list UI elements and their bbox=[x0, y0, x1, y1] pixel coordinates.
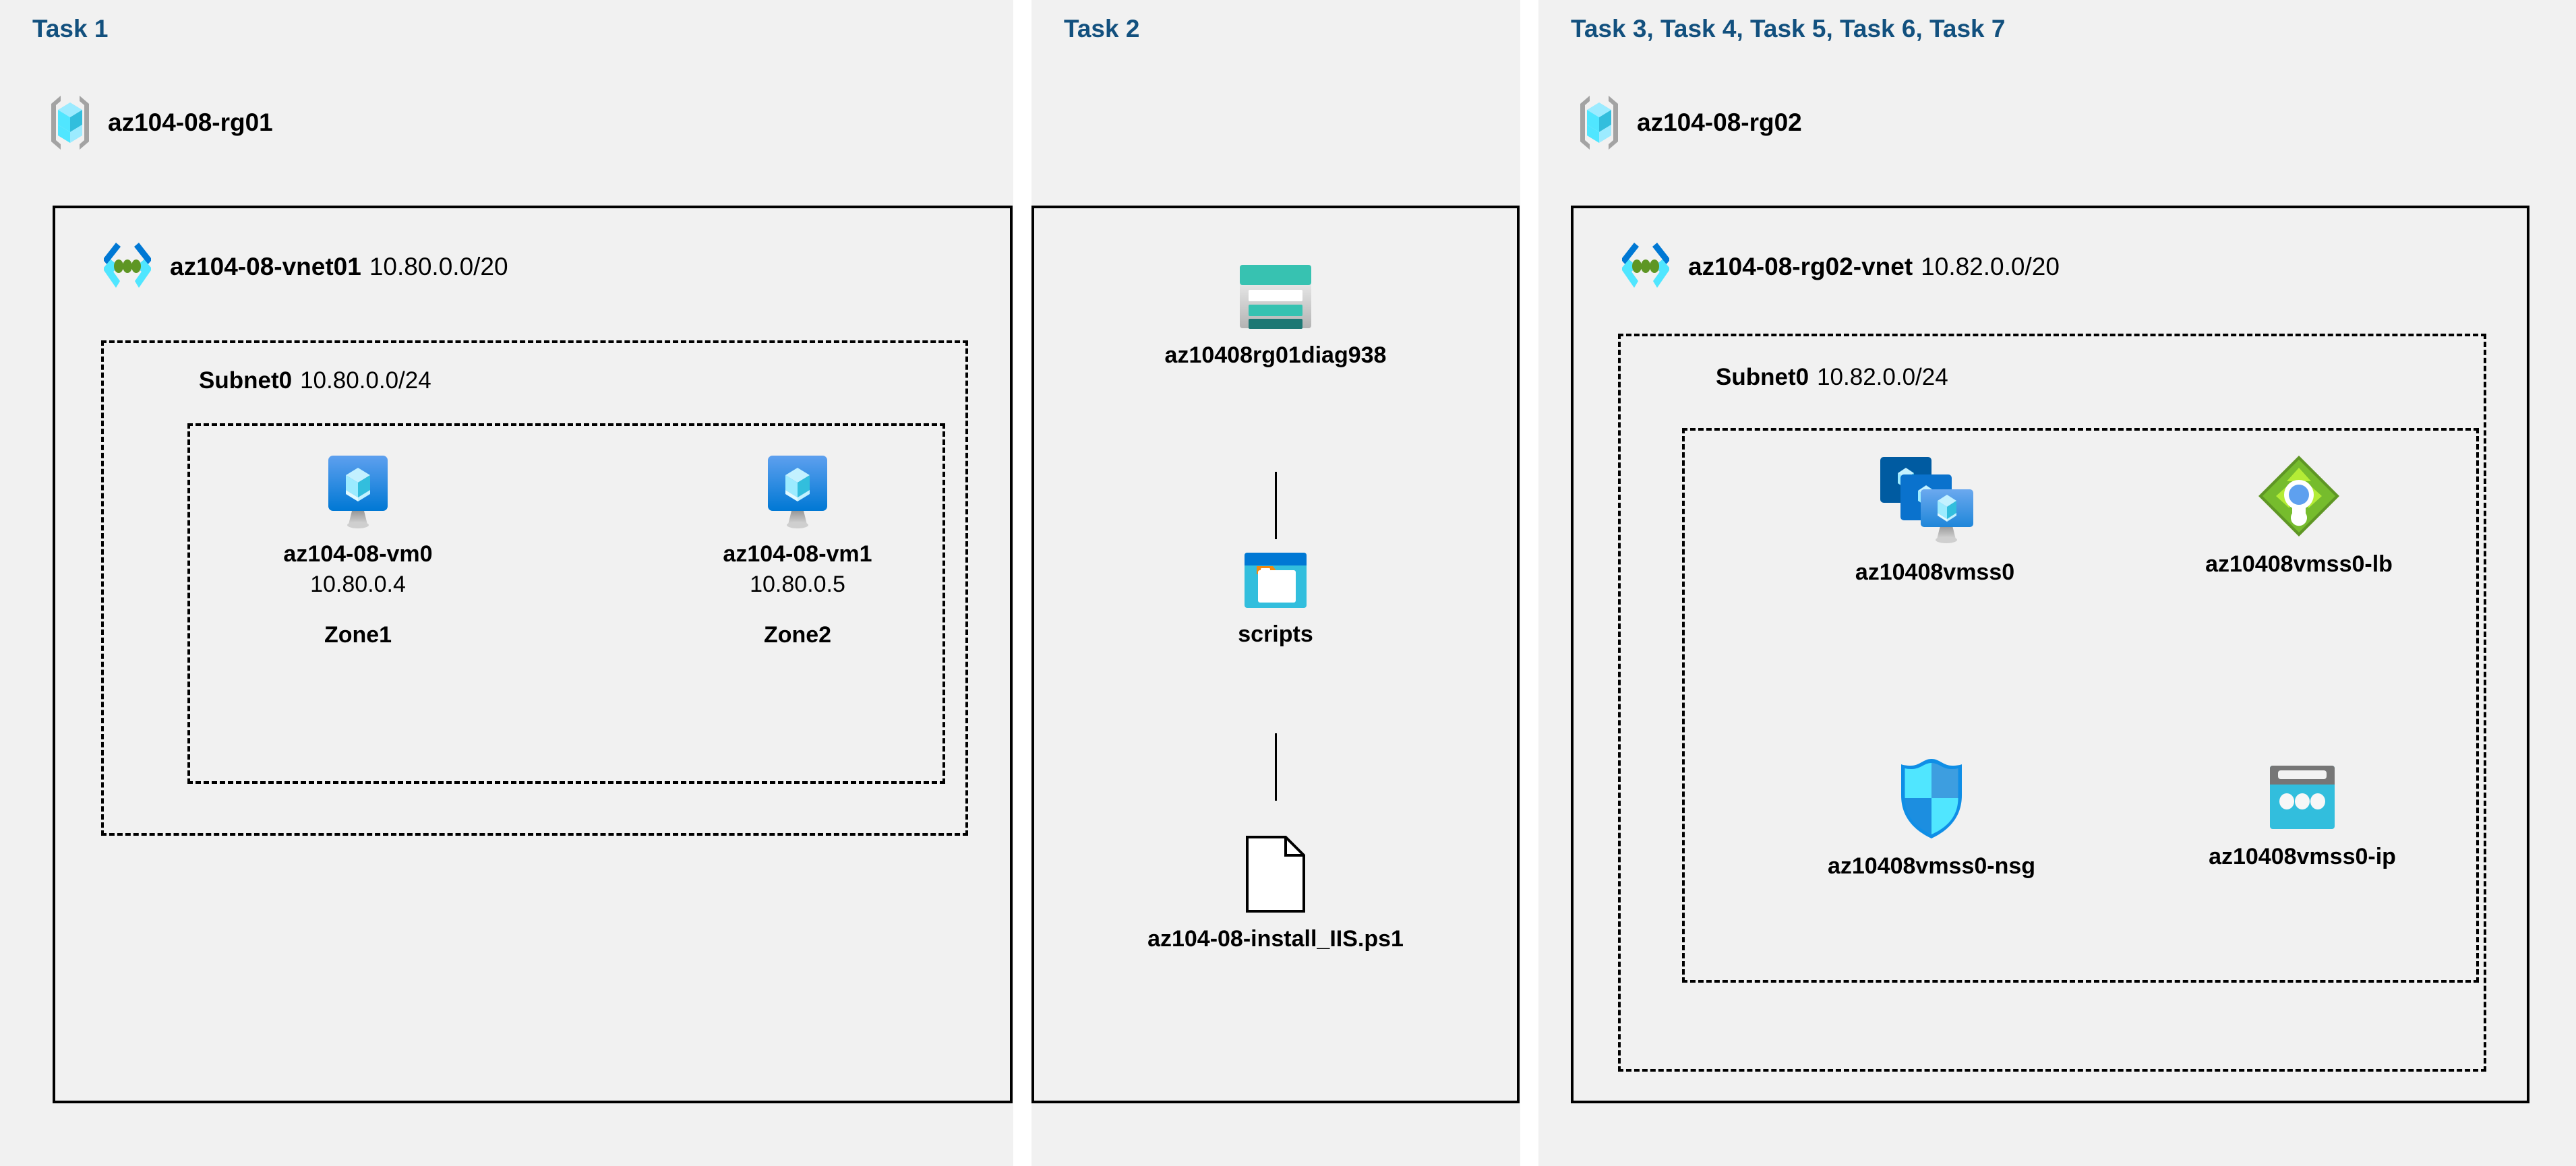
virtual-network-icon bbox=[1617, 239, 1675, 295]
resource-group-icon bbox=[47, 93, 93, 152]
load-balancer-icon bbox=[2256, 453, 2342, 539]
node-title: az10408vmss0 bbox=[1855, 559, 2015, 585]
task3-heading: Task 3, Task 4, Task 5, Task 6, Task 7 bbox=[1571, 15, 2006, 42]
resource-group-az104-08-rg01: az104-08-rg01 bbox=[47, 93, 273, 152]
vnet-header-task1: az104-08-vnet01 10.80.0.0/20 bbox=[98, 239, 508, 295]
task2-heading: Task 2 bbox=[1064, 15, 1140, 42]
vnet-name-label: az104-08-vnet01 bbox=[170, 253, 361, 280]
node-blob-container-scripts[interactable]: scripts bbox=[1185, 551, 1367, 648]
subnet-container-task3 bbox=[1618, 334, 2486, 1072]
connector-scripts-to-file bbox=[1275, 733, 1277, 801]
file-icon bbox=[1244, 834, 1307, 914]
node-network-security-group[interactable]: az10408vmss0-nsg bbox=[1773, 756, 2090, 880]
node-zone-label: Zone2 bbox=[763, 622, 832, 648]
node-storage-account[interactable]: az10408rg01diag938 bbox=[1165, 263, 1386, 369]
virtual-network-icon bbox=[98, 239, 156, 295]
subnet-cidr: 10.80.0.0/24 bbox=[300, 367, 431, 394]
node-zone-label: Zone1 bbox=[324, 622, 392, 648]
resource-group-label: az104-08-rg01 bbox=[108, 109, 273, 136]
virtual-machine-icon bbox=[761, 452, 834, 529]
node-title: az10408vmss0-ip bbox=[2209, 844, 2396, 869]
vnet-cidr-label: 10.82.0.0/20 bbox=[1921, 253, 2060, 280]
vnet-container-az104-08-rg02-vnet bbox=[1571, 206, 2529, 1103]
node-file-install-iis[interactable]: az104-08-install_IIS.ps1 bbox=[1133, 834, 1418, 952]
resource-group-label: az104-08-rg02 bbox=[1637, 109, 1802, 136]
vm-scale-set-icon bbox=[1871, 453, 1999, 547]
node-ip-address: 10.80.0.5 bbox=[750, 572, 845, 597]
node-title: az10408vmss0-nsg bbox=[1827, 853, 2036, 879]
node-vm-scale-set[interactable]: az10408vmss0 bbox=[1793, 453, 2076, 586]
node-title: scripts bbox=[1238, 621, 1313, 647]
subnet-label-task1: Subnet0 10.80.0.0/24 bbox=[199, 367, 431, 394]
subnet-label-task3: Subnet0 10.82.0.0/24 bbox=[1716, 364, 1948, 391]
public-ip-address-icon bbox=[2267, 763, 2337, 832]
task1-panel bbox=[0, 0, 1013, 1166]
node-ip-address: 10.80.0.4 bbox=[310, 572, 406, 597]
node-title: az104-08-vm0 bbox=[283, 541, 433, 567]
vnet-cidr-label: 10.80.0.0/20 bbox=[369, 253, 508, 280]
resource-group-icon bbox=[1576, 93, 1622, 152]
vmss-resources-container bbox=[1682, 428, 2479, 983]
node-az104-08-vm1[interactable]: az104-08-vm1 10.80.0.5 Zone2 bbox=[707, 452, 889, 648]
vnet-name-label: az104-08-rg02-vnet bbox=[1688, 253, 1913, 280]
node-title: az104-08-vm1 bbox=[723, 541, 872, 567]
node-title: az10408rg01diag938 bbox=[1164, 342, 1387, 368]
task3-panel bbox=[1538, 0, 2576, 1166]
virtual-machine-icon bbox=[322, 452, 394, 529]
vnet-header-task3: az104-08-rg02-vnet 10.82.0.0/20 bbox=[1617, 239, 2060, 295]
node-az104-08-vm0[interactable]: az104-08-vm0 10.80.0.4 Zone1 bbox=[267, 452, 449, 648]
task1-heading: Task 1 bbox=[32, 15, 109, 42]
subnet-name: Subnet0 bbox=[199, 367, 293, 394]
node-load-balancer[interactable]: az10408vmss0-lb bbox=[2157, 453, 2440, 578]
network-security-group-icon bbox=[1896, 756, 1967, 841]
subnet-name: Subnet0 bbox=[1716, 364, 1809, 390]
subnet-container-task1 bbox=[101, 340, 968, 836]
node-title: az104-08-install_IIS.ps1 bbox=[1147, 926, 1404, 952]
storage-account-icon bbox=[1237, 263, 1314, 330]
node-title: az10408vmss0-lb bbox=[2205, 551, 2393, 577]
connector-storage-to-scripts bbox=[1275, 472, 1277, 539]
availability-zones-container bbox=[187, 423, 945, 784]
blob-container-icon bbox=[1243, 551, 1308, 609]
node-public-ip-address[interactable]: az10408vmss0-ip bbox=[2161, 763, 2444, 870]
resource-group-az104-08-rg02: az104-08-rg02 bbox=[1576, 93, 1802, 152]
vnet-container-az104-08-vnet01 bbox=[53, 206, 1013, 1103]
task2-container bbox=[1031, 206, 1520, 1103]
subnet-cidr: 10.82.0.0/24 bbox=[1817, 364, 1948, 390]
